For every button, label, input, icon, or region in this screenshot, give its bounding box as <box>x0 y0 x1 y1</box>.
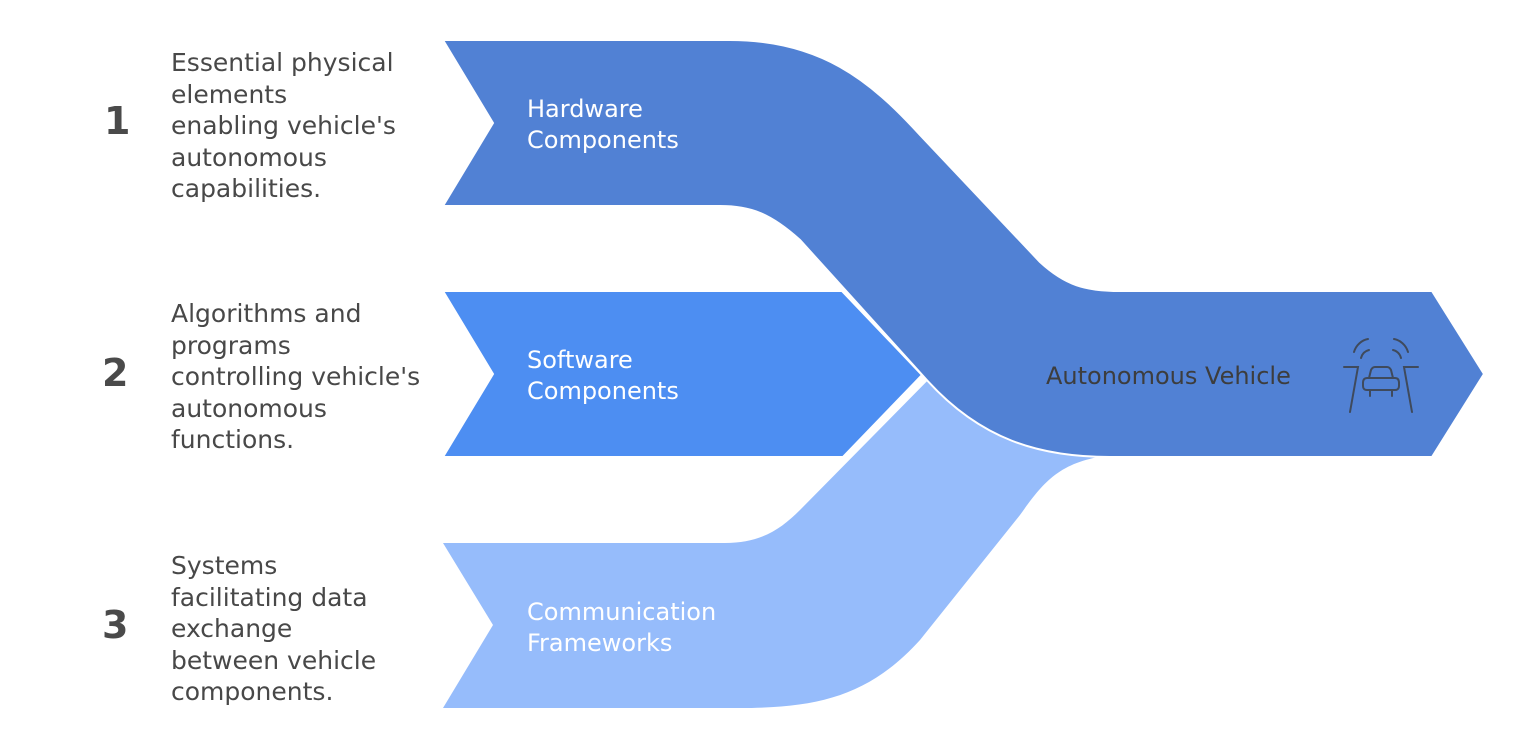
step-number-3: 3 <box>102 603 129 647</box>
step-description-2: Algorithms and programs controlling vehi… <box>171 299 421 454</box>
step-number-1: 1 <box>104 99 131 143</box>
communication-frameworks-label: Communication Frameworks <box>527 598 717 657</box>
hardware-band <box>441 39 1486 458</box>
step-number-2: 2 <box>102 351 129 395</box>
software-components-label: Software Components <box>527 346 679 405</box>
autonomous-vehicle-label: Autonomous Vehicle <box>1046 362 1291 390</box>
software-band <box>441 290 924 458</box>
autonomous-car-icon <box>1343 338 1419 413</box>
step-description-3: Systems facilitating data exchange betwe… <box>171 551 377 706</box>
communication-band <box>443 368 1110 708</box>
hardware-components-label: Hardware Components <box>527 95 679 154</box>
step-description-1: Essential physical elements enabling veh… <box>171 48 396 203</box>
